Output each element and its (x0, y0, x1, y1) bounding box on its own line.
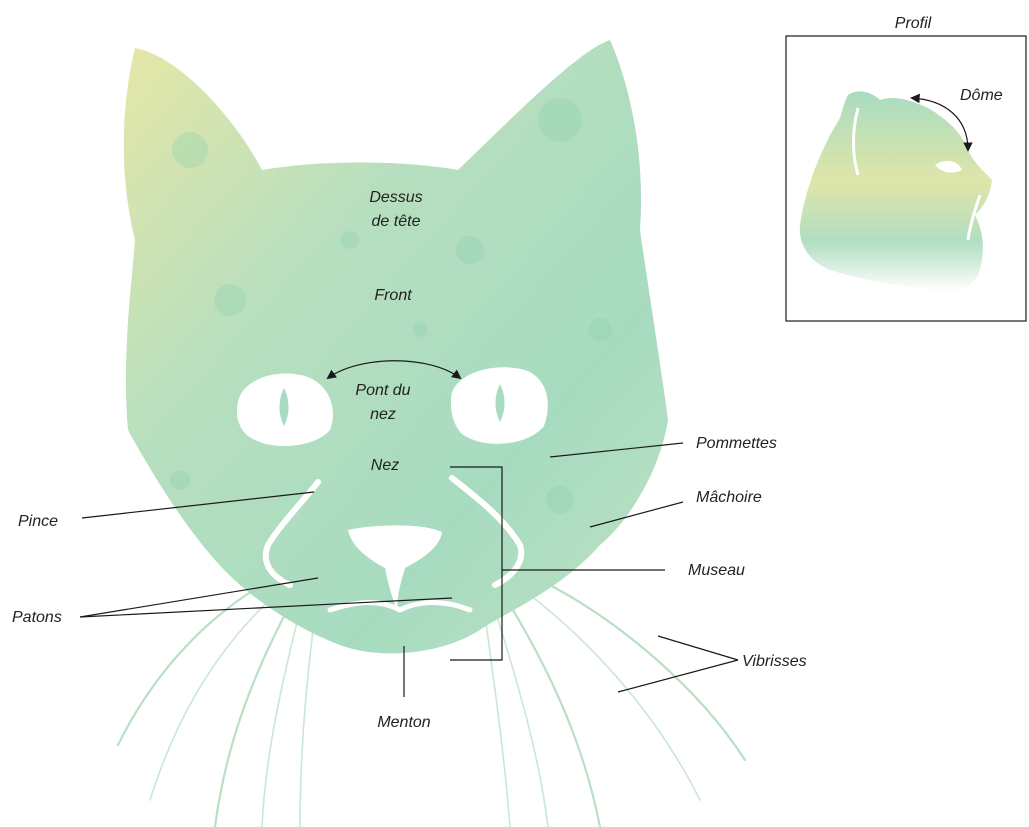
label-dessus-de-tete-line1: Dessus (369, 189, 422, 206)
label-front: Front (374, 287, 412, 304)
label-patons: Patons (12, 609, 62, 626)
label-dessus-de-tete-line2: de tête (372, 213, 421, 230)
label-vibrisses: Vibrisses (742, 653, 807, 670)
label-pont-du-nez-line2: nez (370, 406, 396, 423)
label-museau: Museau (688, 562, 745, 579)
label-pont-du-nez-line1: Pont du (355, 382, 410, 399)
label-dome: Dôme (960, 87, 1003, 104)
vibrisses-leader-lower (618, 660, 738, 692)
label-machoire: Mâchoire (696, 489, 762, 506)
vibrisses-leader-upper (658, 636, 738, 660)
inset-title-profil: Profil (895, 15, 932, 32)
label-nez: Nez (371, 457, 399, 474)
profile-inset: Profil Dôme (786, 15, 1026, 321)
label-menton: Menton (377, 714, 430, 731)
label-pommettes: Pommettes (696, 435, 777, 452)
label-pince: Pince (18, 513, 58, 530)
